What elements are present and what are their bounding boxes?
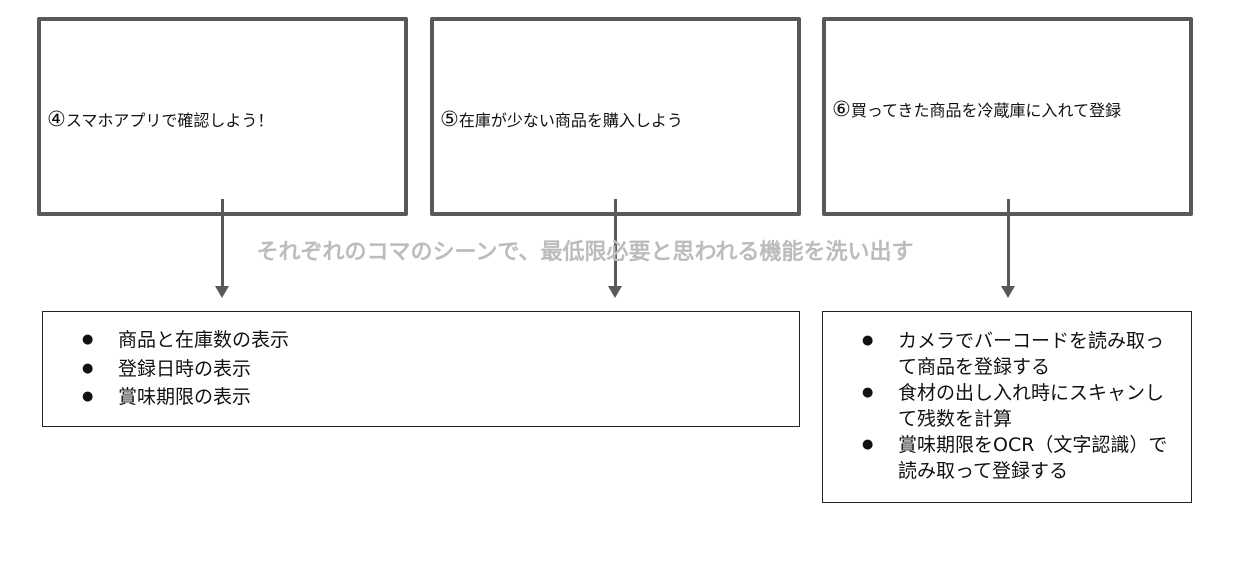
feature-list-display: 商品と在庫数の表示 登録日時の表示 賞味期限の表示 — [42, 311, 800, 427]
step-number: ⑥ — [832, 97, 851, 121]
feature-item: カメラでバーコードを読み取って商品を登録する — [862, 328, 1171, 380]
scene-box-5: ⑤在庫が少ない商品を購入しよう — [430, 17, 801, 216]
arrow-down-icon — [1001, 199, 1015, 298]
instruction-note: それぞれのコマのシーンで、最低限必要と思われる機能を洗い出す — [256, 240, 914, 265]
scene-text: 買ってきた商品を冷蔵庫に入れて登録 — [850, 101, 1122, 120]
feature-item: 登録日時の表示 — [82, 355, 799, 384]
scene-caption: ④スマホアプリで確認しよう！ — [47, 109, 394, 131]
feature-item: 賞味期限をOCR（文字認識）で読み取って登録する — [862, 432, 1171, 484]
scene-box-4: ④スマホアプリで確認しよう！ — [37, 17, 408, 216]
step-number: ④ — [47, 107, 66, 131]
scene-text: 在庫が少ない商品を購入しよう — [458, 111, 683, 130]
scene-box-6: ⑥買ってきた商品を冷蔵庫に入れて登録 — [822, 17, 1193, 216]
scene-caption: ⑤在庫が少ない商品を購入しよう — [440, 109, 787, 131]
feature-item: 食材の出し入れ時にスキャンして残数を計算 — [862, 380, 1171, 432]
step-number: ⑤ — [440, 107, 459, 131]
feature-item: 賞味期限の表示 — [82, 383, 799, 412]
arrow-down-icon — [608, 199, 622, 298]
scene-caption: ⑥買ってきた商品を冷蔵庫に入れて登録 — [832, 99, 1179, 121]
scene-text: スマホアプリで確認しよう！ — [65, 111, 274, 130]
feature-list-register: カメラでバーコードを読み取って商品を登録する 食材の出し入れ時にスキャンして残数… — [822, 311, 1192, 503]
feature-item: 商品と在庫数の表示 — [82, 326, 799, 355]
arrow-down-icon — [215, 199, 229, 298]
